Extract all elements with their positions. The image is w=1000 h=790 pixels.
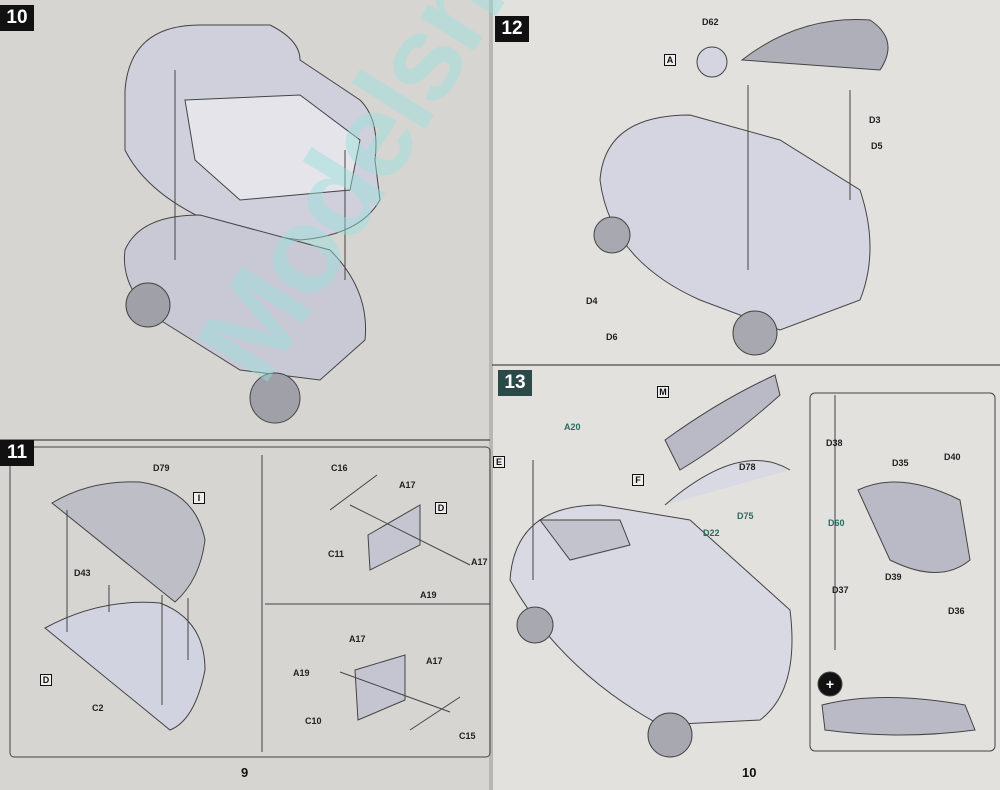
step11-door-lower: [339, 654, 461, 731]
part-label: A20: [564, 422, 581, 432]
part-label: C16: [331, 463, 348, 473]
part-label: C11: [328, 549, 345, 559]
part-label: A19: [293, 668, 310, 678]
step-number-12: 12: [495, 16, 529, 42]
step-number-11: 11: [0, 440, 34, 466]
part-label: A19: [420, 590, 437, 600]
sprue-box: D: [435, 502, 447, 514]
svg-text:+: +: [826, 676, 834, 692]
sprue-box: I: [193, 492, 205, 504]
step11-plate-c2: [44, 510, 206, 731]
part-label: D75: [737, 511, 754, 521]
step11-door-upper: [329, 474, 471, 571]
part-label: D3: [869, 115, 881, 125]
part-label: A17: [399, 480, 416, 490]
part-label: D43: [74, 568, 91, 578]
part-label: D35: [892, 458, 909, 468]
part-label: A17: [471, 557, 488, 567]
part-label: D40: [944, 452, 961, 462]
zoom-detail-icon: [817, 671, 843, 697]
step10-body-upper: [124, 24, 381, 241]
panel-borders: [0, 364, 1000, 758]
part-label: D38: [826, 438, 843, 448]
part-label: D6: [606, 332, 618, 342]
part-label: D39: [885, 572, 902, 582]
step10-chassis: [123, 70, 367, 424]
part-label: C2: [92, 703, 104, 713]
part-label: C10: [305, 716, 322, 726]
part-label: A17: [349, 634, 366, 644]
page-spine: [489, 0, 493, 790]
sprue-box: D: [40, 674, 52, 686]
step-number-13: 13: [498, 370, 532, 396]
part-label: D79: [153, 463, 170, 473]
step11-deck-d79: [51, 481, 206, 603]
part-label: D37: [832, 585, 849, 595]
sprue-box: F: [632, 474, 644, 486]
part-label: A17: [426, 656, 443, 666]
part-label: D62: [702, 17, 719, 27]
sprue-box: A: [664, 54, 676, 66]
sprue-box: M: [657, 386, 669, 398]
part-label: D60: [828, 518, 845, 528]
part-label: D78: [739, 462, 756, 472]
part-label: C15: [459, 731, 476, 741]
part-label: D4: [586, 296, 598, 306]
page-number-left: 9: [241, 765, 249, 780]
page-number-right: 10: [742, 765, 757, 780]
part-label: D22: [703, 528, 720, 538]
sprue-box: E: [493, 456, 505, 468]
part-label: D5: [871, 141, 883, 151]
part-label: D36: [948, 606, 965, 616]
step12-vehicle: [593, 19, 889, 356]
step13-vehicle: [509, 374, 976, 758]
step-number-10: 10: [0, 5, 34, 31]
